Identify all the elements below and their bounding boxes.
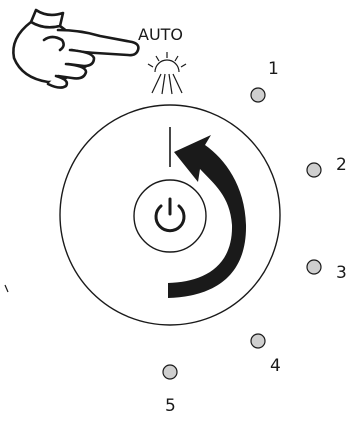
level-3-indicator [307,260,321,274]
level-4-indicator [251,334,265,348]
level-2-label: 2 [336,155,347,175]
level-2-indicator [307,163,321,177]
level-3-label: 3 [336,263,347,283]
auto-label: AUTO [138,25,183,44]
level-1-label: 1 [268,59,279,79]
level-1-indicator [251,88,265,102]
power-button-ring [134,180,206,252]
pointing-hand-icon [13,10,138,88]
light-rays-icon [148,52,186,94]
level-4-label: 4 [270,356,281,376]
edge-mark [5,285,8,292]
level-5-label: 5 [165,396,176,416]
power-button[interactable] [134,180,206,252]
level-5-indicator [163,365,177,379]
